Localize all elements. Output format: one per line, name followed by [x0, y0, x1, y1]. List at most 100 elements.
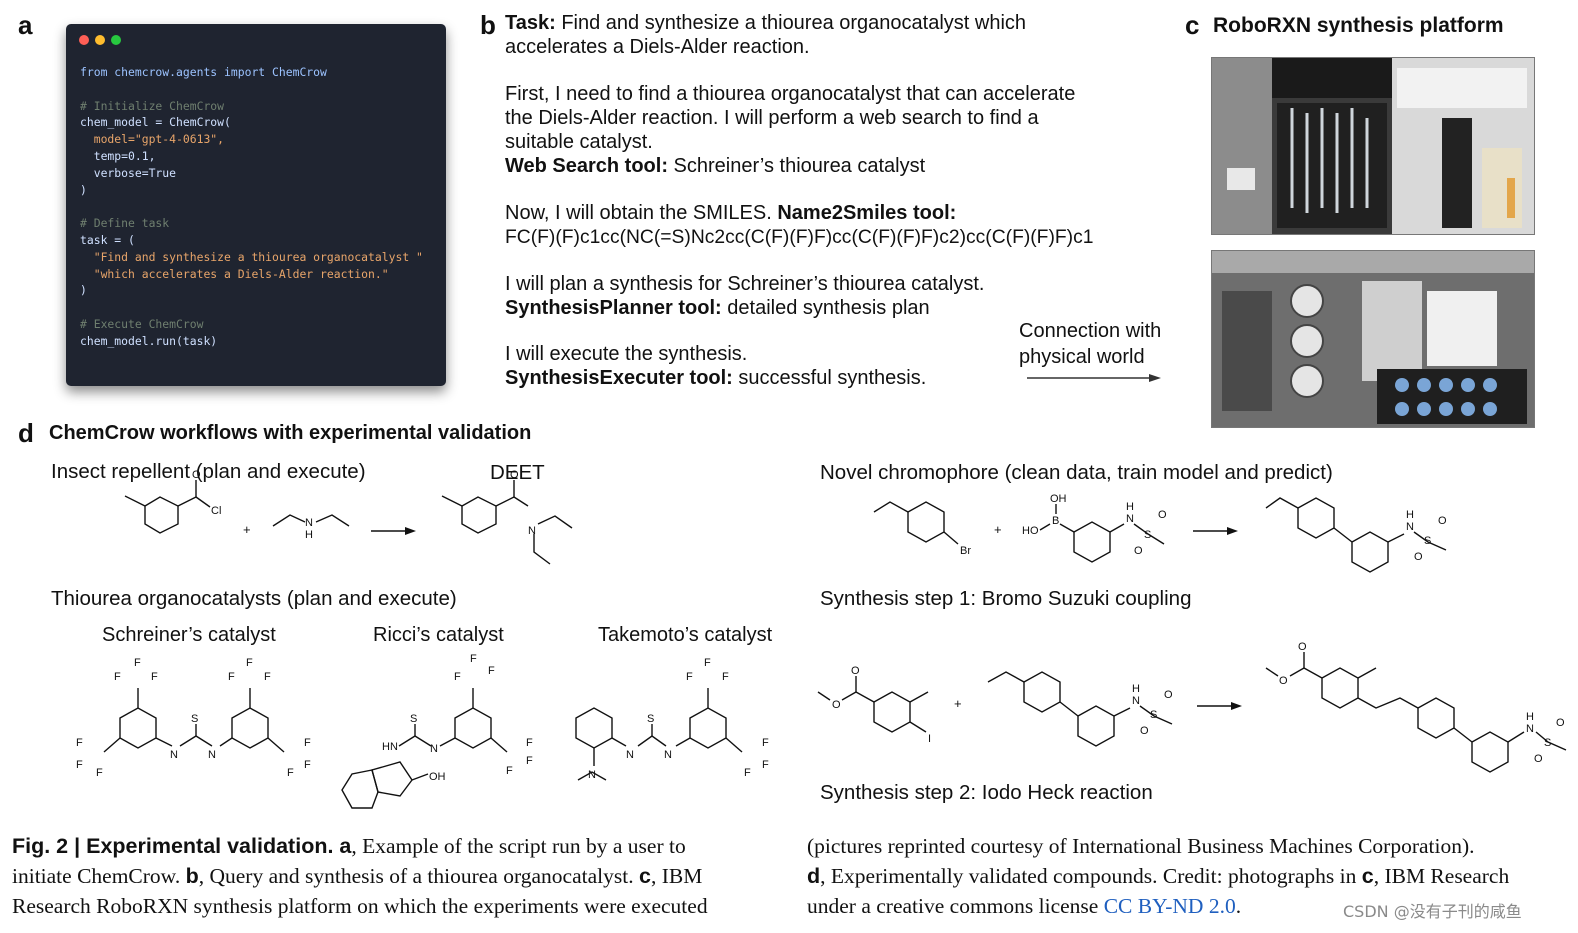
- atom-f: F: [228, 671, 235, 683]
- code-line: from chemcrow.agents import ChemCrow: [80, 65, 327, 79]
- atom-cl: Cl: [211, 505, 221, 517]
- acyl-chloride-structure: O Cl: [124, 469, 221, 534]
- atom-n: N: [664, 749, 672, 761]
- plus-sign: +: [954, 696, 962, 711]
- atom-n: N: [626, 749, 634, 761]
- atom-o: O: [1134, 545, 1143, 557]
- atom-o: O: [1140, 725, 1149, 737]
- atom-s: S: [1144, 529, 1151, 541]
- atom-n: N: [430, 743, 438, 755]
- atom-f: F: [470, 653, 477, 665]
- task-line-2: accelerates a Diels-Alder reaction.: [505, 36, 810, 58]
- code-line: ): [80, 283, 87, 298]
- minimize-dot-icon: [95, 35, 105, 45]
- code-line: [80, 198, 423, 215]
- atom-f: F: [76, 759, 83, 771]
- executer-line: SynthesisExecuter tool: successful synth…: [505, 367, 926, 391]
- atom-s: S: [1424, 535, 1431, 547]
- planner-result: detailed synthesis plan: [721, 297, 930, 319]
- code-line: chem_model.run(task): [80, 333, 218, 348]
- atom-o: O: [1164, 689, 1173, 701]
- atom-o: O: [510, 469, 519, 481]
- atom-s: S: [191, 713, 198, 725]
- caption-left-line-1: Fig. 2 | Experimental validation. a, Exa…: [12, 831, 686, 861]
- name2smiles-tool: Name2Smiles tool:: [777, 202, 957, 224]
- code-line: # Execute ChemCrow: [80, 316, 204, 331]
- connection-label-1: Connection with: [1019, 320, 1162, 342]
- atom-o: O: [1414, 551, 1423, 563]
- atom-h: H: [1132, 683, 1140, 695]
- atom-f: F: [526, 737, 533, 749]
- atom-f: F: [488, 665, 495, 677]
- atom-f: F: [506, 765, 513, 777]
- connection-arrow-icon: [1027, 374, 1161, 382]
- executer-tool: SynthesisExecuter tool:: [505, 367, 733, 389]
- planner-tool: SynthesisPlanner tool:: [505, 297, 722, 319]
- atom-o: O: [1534, 753, 1543, 765]
- caption-left-line-3: Research RoboRXN synthesis platform on w…: [12, 894, 708, 918]
- atom-f: F: [287, 767, 294, 779]
- plus-sign: +: [243, 522, 251, 537]
- atom-o: O: [832, 699, 841, 711]
- code-line: # Define task: [80, 216, 170, 231]
- caption-text: under a creative commons license: [807, 894, 1104, 918]
- atom-h: H: [305, 529, 313, 541]
- atom-h: H: [1126, 501, 1134, 513]
- atom-hn: HN: [382, 741, 398, 753]
- connection-label-2: physical world: [1019, 346, 1145, 368]
- reasoning-1-line-2: the Diels-Alder reaction. I will perform…: [505, 107, 1039, 129]
- caption-text: , IBM: [650, 864, 703, 888]
- atom-o: O: [1556, 717, 1565, 729]
- bromostyrene-structure: Br: [873, 501, 971, 557]
- atom-o: O: [1279, 675, 1288, 687]
- caption-d-ref: d: [807, 864, 821, 888]
- caption-text: , IBM Research: [1373, 864, 1510, 888]
- caption-right-line-3: under a creative commons license CC BY-N…: [807, 891, 1241, 921]
- deet-label: DEET: [490, 461, 545, 484]
- maximize-dot-icon: [111, 35, 121, 45]
- ricci-catalyst-label: Ricci’s catalyst: [373, 624, 504, 646]
- takemoto-catalyst-label: Takemoto’s catalyst: [598, 624, 773, 646]
- smiles-intro: Now, I will obtain the SMILES.: [505, 202, 778, 224]
- atom-n: N: [588, 769, 596, 781]
- caption-right-line-1: (pictures reprinted courtesy of Internat…: [807, 834, 1475, 858]
- roborxn-photo-top: [1211, 57, 1535, 235]
- atom-n: N: [528, 525, 536, 537]
- panel-b-letter: b: [480, 10, 496, 40]
- web-search-result: Schreiner’s thiourea catalyst: [668, 155, 926, 177]
- atom-f: F: [114, 671, 121, 683]
- atom-n: N: [1526, 723, 1534, 735]
- code-line: chem_model = ChemCrow(: [80, 115, 231, 130]
- roborxn-photo-bottom: [1211, 250, 1535, 428]
- atom-n: N: [170, 749, 178, 761]
- atom-s: S: [1544, 737, 1551, 749]
- code-block: from chemcrow.agents import ChemCrow # In…: [80, 64, 423, 350]
- panel-d-letter: d: [18, 418, 34, 448]
- caption-left-line-2: initiate ChemCrow. b, Query and synthesi…: [12, 861, 702, 891]
- atom-f: F: [744, 767, 751, 779]
- code-line: # Initialize ChemCrow: [80, 98, 225, 113]
- caption-text: , Query and synthesis of a thiourea orga…: [198, 864, 639, 888]
- figure-label: Fig. 2 | Experimental validation.: [12, 834, 334, 858]
- atom-f: F: [704, 657, 711, 669]
- synthesis-step2-label: Synthesis step 2: Iodo Heck reaction: [820, 781, 1153, 804]
- atom-o: O: [851, 665, 860, 677]
- task-label: Task:: [505, 12, 556, 34]
- atom-f: F: [686, 671, 693, 683]
- atom-f: F: [76, 737, 83, 749]
- plan-intro: I will plan a synthesis for Schreiner’s …: [505, 273, 985, 295]
- atom-s: S: [647, 713, 654, 725]
- code-line: temp=0.1,: [80, 148, 156, 163]
- chemical-structures: O Cl + N H O N S N N F F: [76, 469, 1567, 809]
- license-link[interactable]: CC BY-ND 2.0: [1103, 894, 1236, 918]
- caption-text: .: [1235, 894, 1242, 918]
- reaction-arrow-1-icon: [371, 527, 416, 535]
- close-dot-icon: [79, 35, 89, 45]
- code-line: ): [80, 182, 87, 197]
- atom-o: O: [1158, 509, 1167, 521]
- chromophore-label: Novel chromophore (clean data, train mod…: [820, 461, 1333, 484]
- panel-c-letter: c: [1185, 10, 1200, 40]
- smiles-intro-line: Now, I will obtain the SMILES. Name2Smil…: [505, 202, 956, 226]
- reasoning-1-line-1: First, I need to find a thiourea organoc…: [505, 83, 1076, 105]
- caption-a-ref: a: [333, 834, 352, 858]
